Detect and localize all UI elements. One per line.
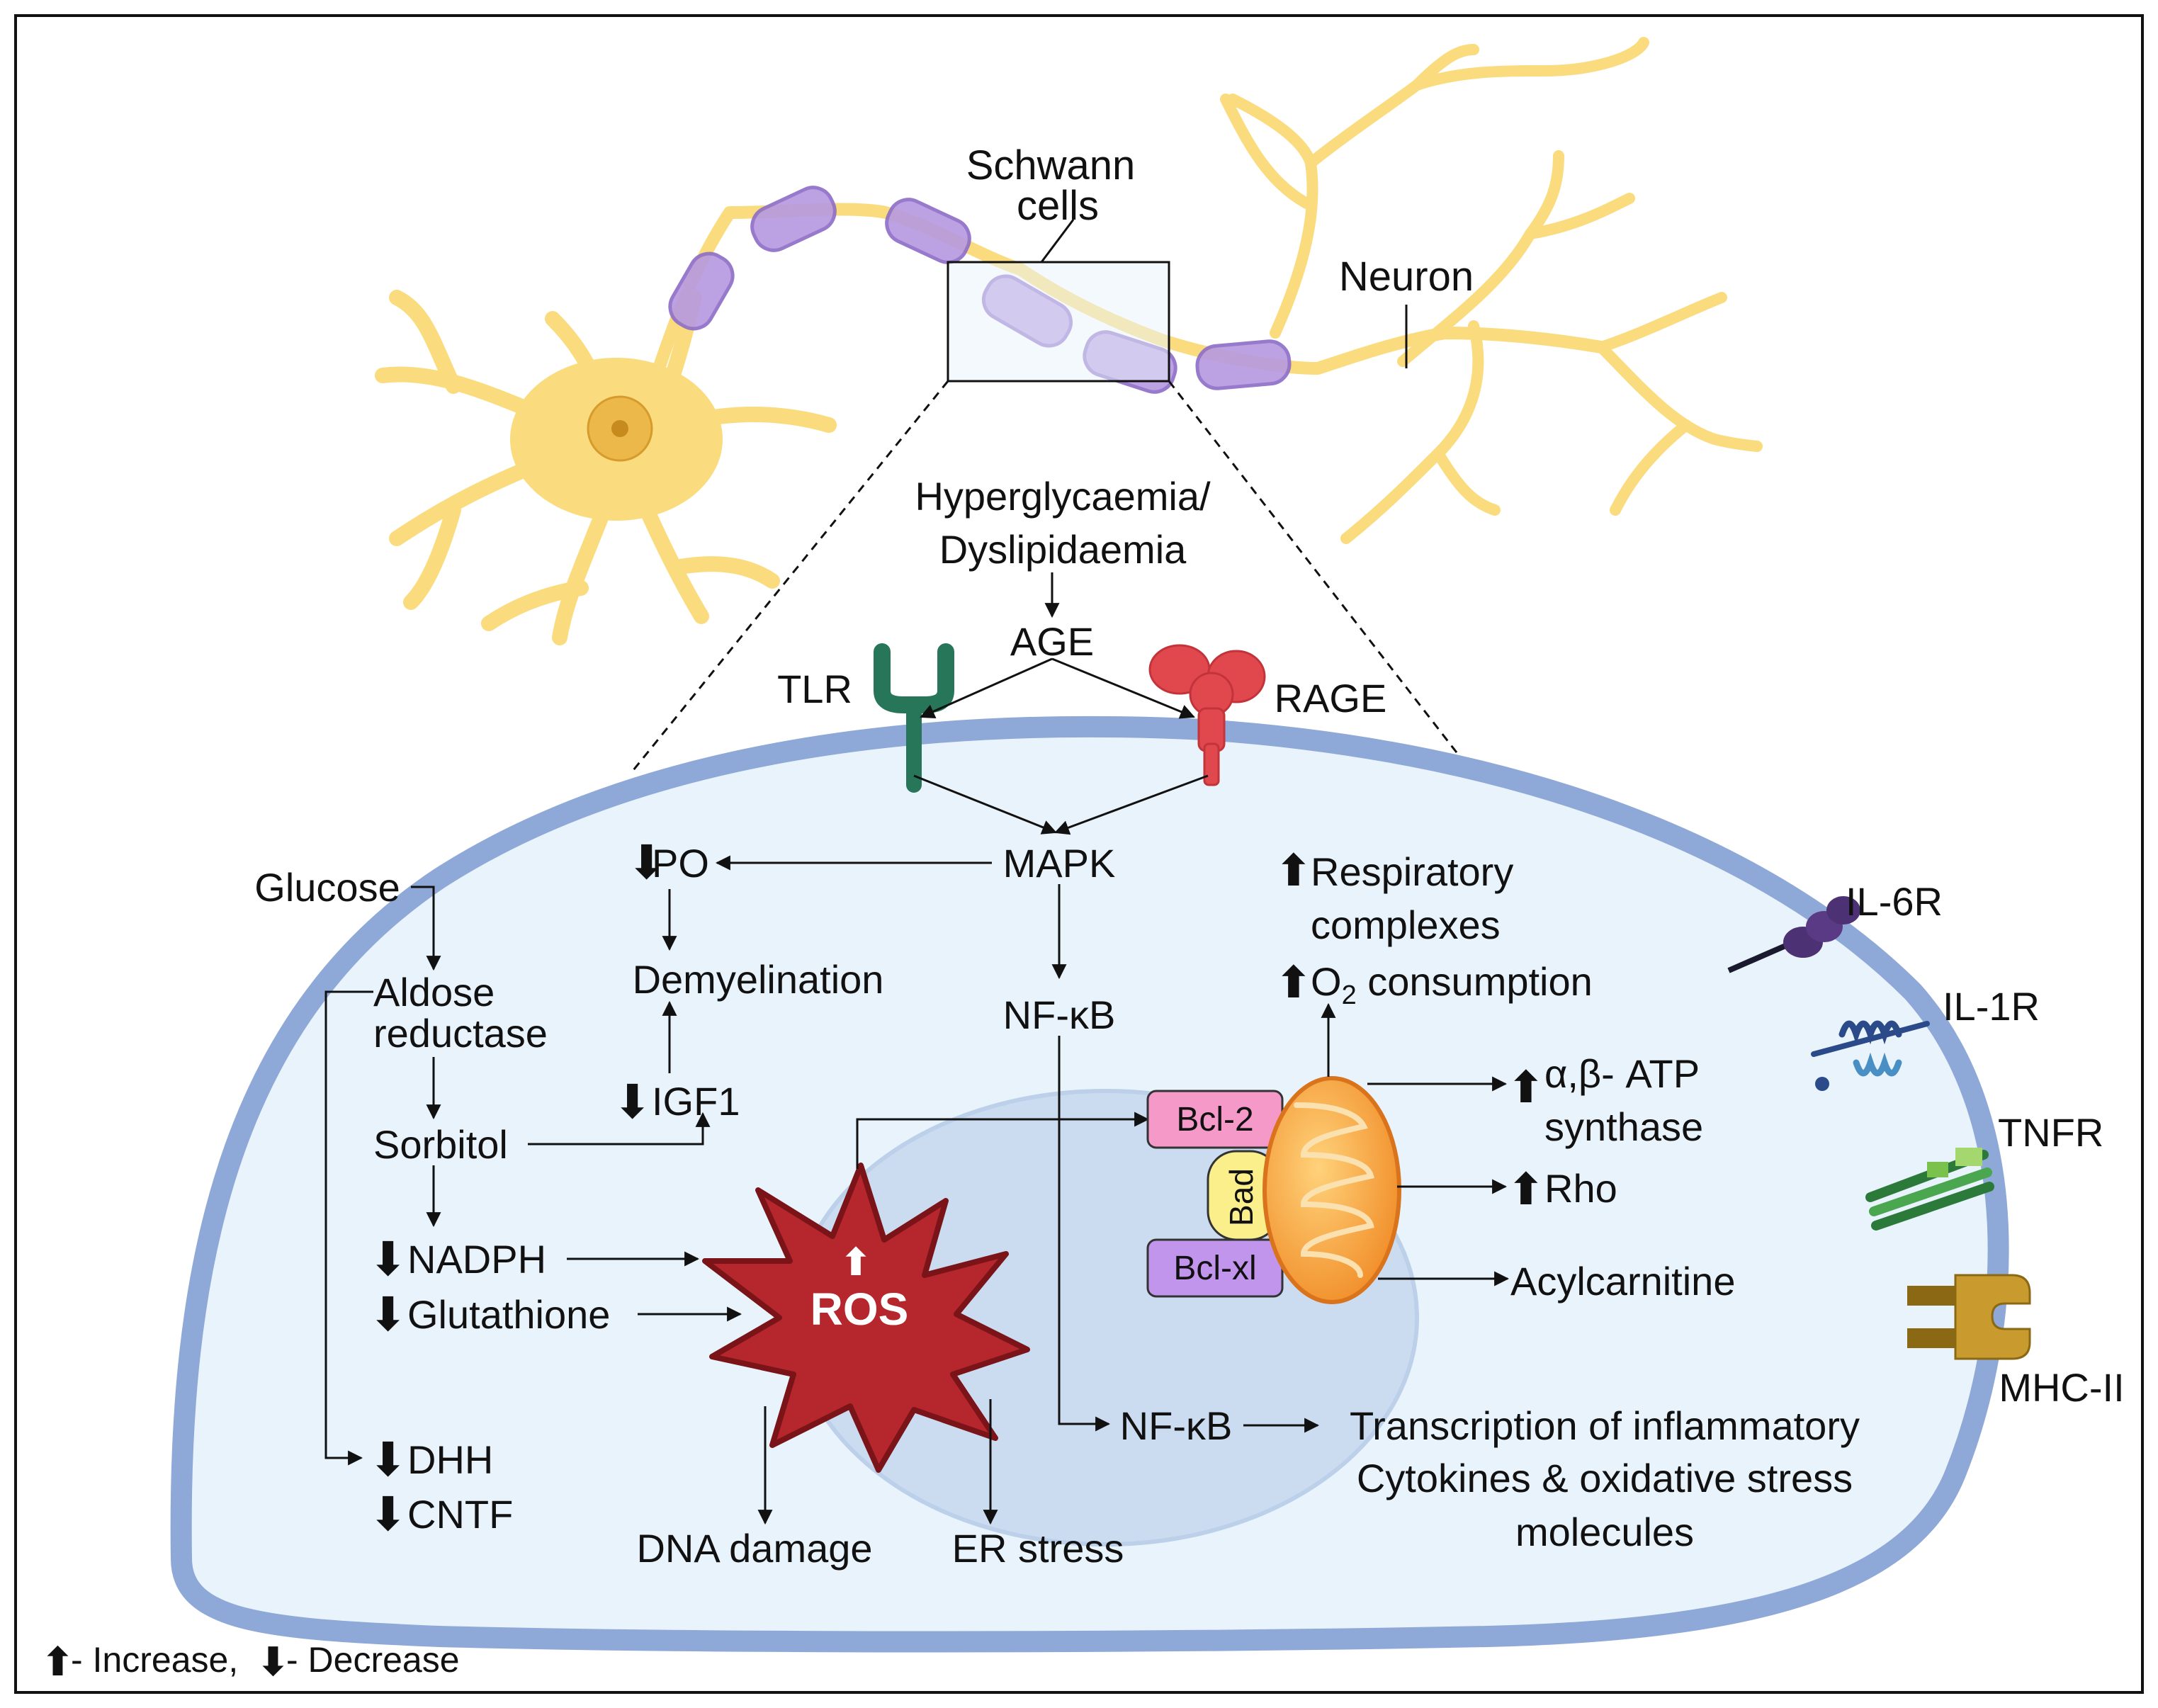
label-acylcarnitine: Acylcarnitine <box>1510 1259 1735 1303</box>
tnfr-receptor-icon <box>1865 1148 1994 1231</box>
label-synthase: synthase <box>1544 1104 1703 1149</box>
arrow-up-o2: ⬆ <box>1275 958 1312 1007</box>
arrow-up-atp: ⬆ <box>1508 1063 1544 1112</box>
label-neuron: Neuron <box>1339 254 1474 300</box>
arrow-down-glutathione: ⬇ <box>368 1288 407 1340</box>
label-dyslipidaemia: Dyslipidaemia <box>939 527 1187 572</box>
label-mapk: MAPK <box>1003 841 1116 886</box>
label-atp: α,β- ATP <box>1544 1051 1700 1096</box>
label-dna-damage: DNA damage <box>636 1526 872 1571</box>
label-ros: ROS <box>810 1284 909 1335</box>
label-bad: Bad <box>1223 1168 1260 1226</box>
label-reductase: reductase <box>373 1011 548 1056</box>
arrow-down-nadph: ⬇ <box>368 1233 407 1285</box>
label-transcription-1: Transcription of inflammatory <box>1350 1403 1860 1448</box>
ros-increase-icon: ⬆ <box>840 1240 871 1284</box>
legend-decrease: - Decrease <box>286 1640 460 1680</box>
il1r-receptor-icon <box>1811 1020 1930 1091</box>
label-schwann-2: cells <box>1017 183 1099 229</box>
tlr-receptor-icon <box>874 643 954 793</box>
arrow-down-po: ⬇ <box>627 836 666 888</box>
label-il1r: IL-1R <box>1943 984 2040 1029</box>
neuron-illustration <box>375 37 1763 645</box>
label-age: AGE <box>1010 619 1094 664</box>
label-glutathione: Glutathione <box>407 1292 610 1337</box>
label-tnfr: TNFR <box>1998 1110 2103 1155</box>
il6r-receptor-icon <box>1727 896 1860 973</box>
label-bclxl: Bcl-xl <box>1173 1250 1256 1287</box>
zoom-line-right <box>1168 380 1482 784</box>
label-transcription-2: Cytokines & oxidative stress <box>1357 1456 1853 1500</box>
label-mhc2: MHC-II <box>1999 1365 2124 1410</box>
arrow-down-dhh: ⬇ <box>368 1433 407 1486</box>
legend-increase: - Increase, <box>71 1640 238 1680</box>
zoom-line-left <box>629 380 949 774</box>
label-aldose: Aldose <box>373 970 495 1014</box>
label-tlr: TLR <box>777 667 852 711</box>
label-schwann-1: Schwann <box>966 142 1136 188</box>
mhc2-receptor-icon <box>1907 1274 2031 1360</box>
label-o2: O2 consumption <box>1311 959 1593 1010</box>
label-hyperglycaemia: Hyperglycaemia/ <box>915 474 1210 519</box>
label-respiratory: Respiratory <box>1311 849 1513 894</box>
label-il6r: IL-6R <box>1846 879 1943 924</box>
label-po: PO <box>652 841 709 886</box>
rage-receptor-icon <box>1148 644 1266 786</box>
label-er-stress: ER stress <box>952 1526 1124 1571</box>
label-sorbitol: Sorbitol <box>373 1122 508 1167</box>
label-complexes: complexes <box>1311 903 1501 947</box>
label-demyelination: Demyelination <box>633 957 884 1002</box>
arrow-down-igf1: ⬇ <box>613 1075 652 1128</box>
label-nfkb-2: NF-κB <box>1120 1403 1233 1448</box>
ros-burst <box>702 1163 1030 1473</box>
label-cntf: CNTF <box>407 1492 513 1537</box>
label-rho: Rho <box>1544 1166 1617 1211</box>
arrow-up-rho: ⬆ <box>1508 1165 1544 1214</box>
mitochondrion-icon <box>1262 1076 1401 1304</box>
arrow-down-cntf: ⬇ <box>368 1488 407 1540</box>
arrow-up-respiratory: ⬆ <box>1275 847 1312 895</box>
label-nfkb-1: NF-κB <box>1003 992 1116 1037</box>
label-bcl2: Bcl-2 <box>1176 1101 1253 1138</box>
label-rage: RAGE <box>1275 676 1387 720</box>
label-nadph: NADPH <box>407 1237 546 1282</box>
label-glucose: Glucose <box>254 865 400 910</box>
legend-decrease-icon: ⬇ <box>256 1639 290 1684</box>
label-igf1: IGF1 <box>652 1079 740 1124</box>
zoom-box <box>947 261 1170 383</box>
legend-increase-icon: ⬆ <box>41 1639 74 1684</box>
label-transcription-3: molecules <box>1515 1510 1694 1554</box>
label-dhh: DHH <box>407 1437 493 1482</box>
